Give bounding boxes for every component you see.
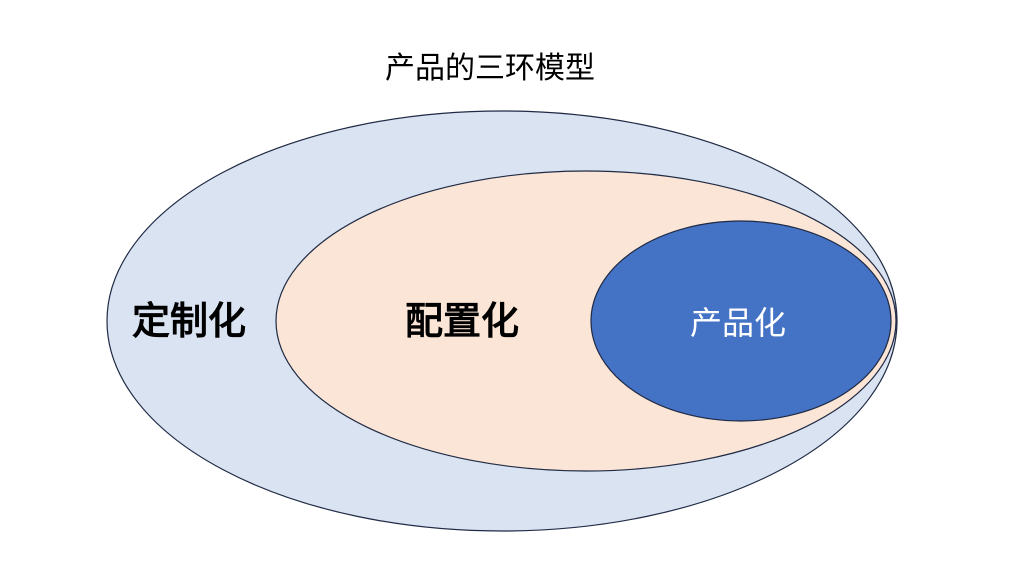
diagram-title: 产品的三环模型 bbox=[385, 51, 595, 86]
customization-label: 定制化 bbox=[132, 299, 246, 343]
inner-ring-ellipse bbox=[590, 220, 892, 422]
productization-label: 产品化 bbox=[690, 304, 786, 342]
configuration-label: 配置化 bbox=[405, 299, 519, 343]
